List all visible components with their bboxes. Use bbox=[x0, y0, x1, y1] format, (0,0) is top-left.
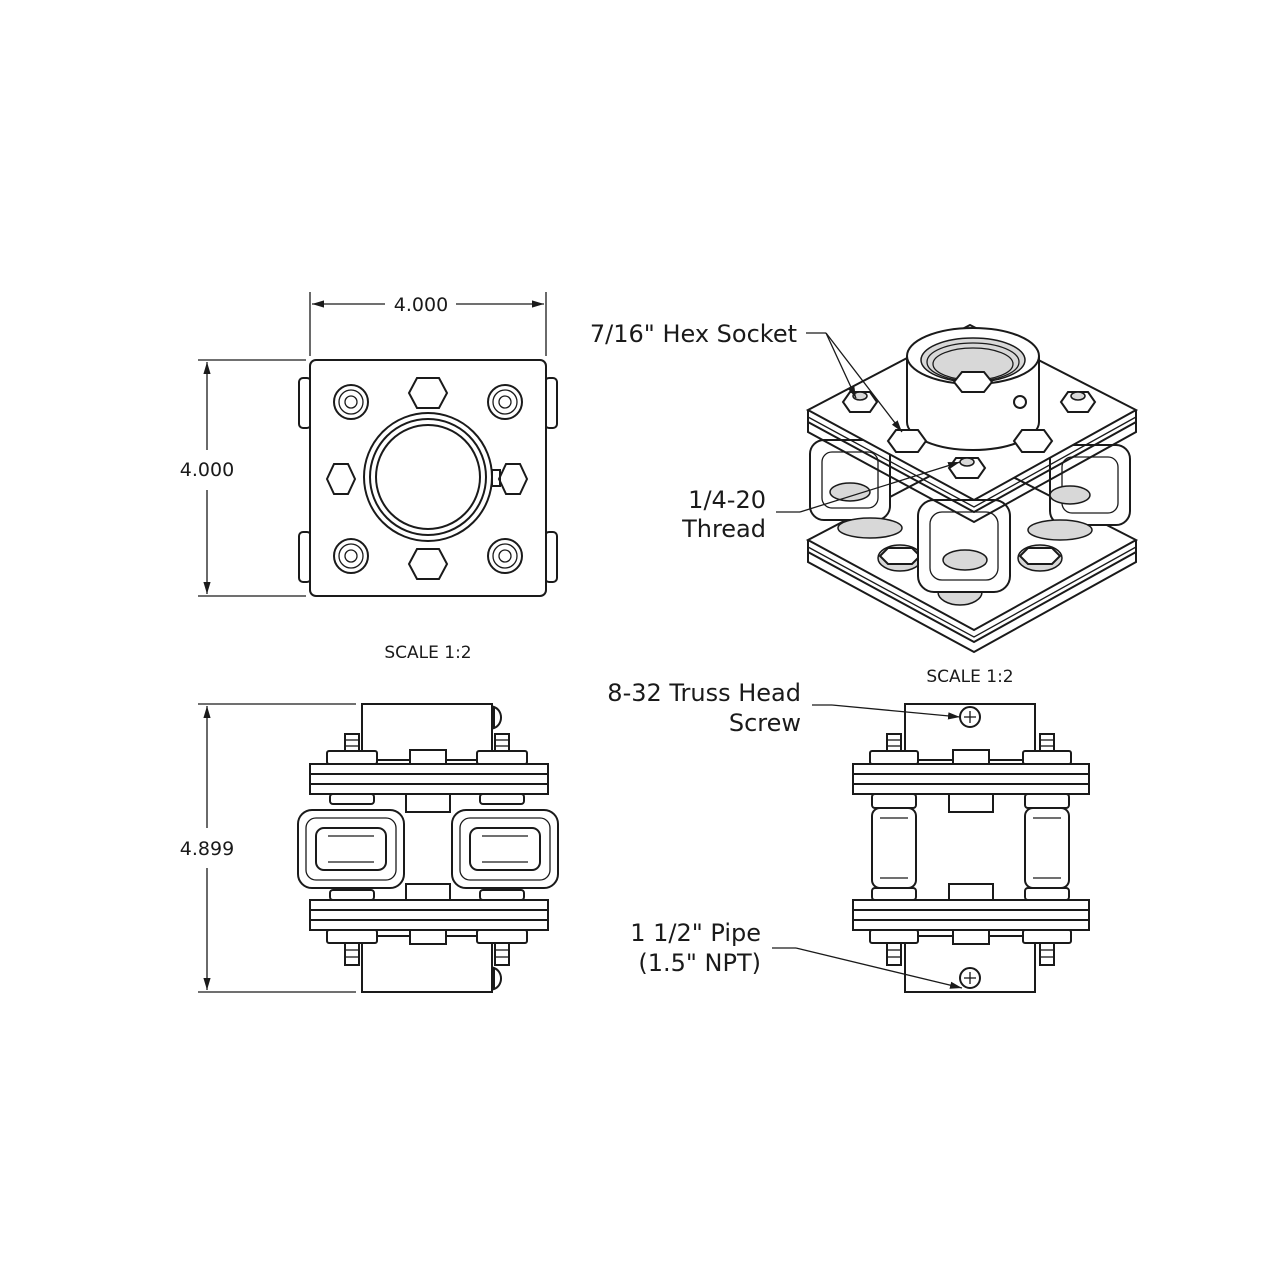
pipe-callout: 1 1/2" Pipe (1.5" NPT) bbox=[630, 919, 963, 989]
pipe-label-line2: (1.5" NPT) bbox=[638, 949, 761, 977]
spacer-right bbox=[1024, 807, 1070, 889]
top-plate-outline bbox=[309, 359, 547, 597]
hex-nut-top bbox=[407, 377, 449, 409]
thread-label-line2: Thread bbox=[681, 515, 766, 543]
top-view-scale: SCALE 1:2 bbox=[384, 643, 471, 663]
front-height-dimension: 4.899 bbox=[180, 703, 356, 993]
side-view-spacers bbox=[852, 703, 1090, 993]
truss-label-line1: 8-32 Truss Head bbox=[607, 679, 801, 707]
socket-screw-tl bbox=[333, 384, 369, 420]
iso-clamp-right bbox=[1027, 444, 1131, 541]
socket-screw-br bbox=[487, 538, 523, 574]
truss-label-line2: Screw bbox=[729, 709, 801, 737]
front-clamp-left bbox=[297, 809, 405, 889]
top-width-dimension: 4.000 bbox=[309, 292, 547, 356]
top-view bbox=[298, 359, 558, 597]
isometric-view bbox=[805, 323, 1139, 654]
top-height-dimension: 4.000 bbox=[180, 359, 306, 597]
hex-nut-left bbox=[325, 463, 357, 495]
spacer-left bbox=[871, 807, 917, 889]
top-height-value: 4.000 bbox=[180, 459, 234, 481]
iso-clamp-front bbox=[917, 499, 1011, 593]
hex-nut-right bbox=[497, 463, 529, 495]
front-clamp-right bbox=[451, 809, 559, 889]
hex-socket-label: 7/16" Hex Socket bbox=[590, 320, 797, 348]
thread-callout: 1/4-20 Thread bbox=[681, 461, 961, 543]
front-view-clamps bbox=[297, 703, 559, 993]
socket-screw-tr bbox=[487, 384, 523, 420]
thread-label-line1: 1/4-20 bbox=[688, 486, 766, 514]
truss-screw-callout: 8-32 Truss Head Screw bbox=[607, 679, 961, 737]
iso-view-scale: SCALE 1:2 bbox=[926, 667, 1013, 687]
hex-socket-callout: 7/16" Hex Socket bbox=[590, 320, 903, 433]
pipe-label-line1: 1 1/2" Pipe bbox=[630, 919, 761, 947]
hex-nut-bottom bbox=[407, 548, 449, 580]
iso-clamp-left bbox=[809, 439, 903, 539]
top-width-value: 4.000 bbox=[394, 294, 448, 316]
front-height-value: 4.899 bbox=[180, 838, 234, 860]
socket-screw-bl bbox=[333, 538, 369, 574]
